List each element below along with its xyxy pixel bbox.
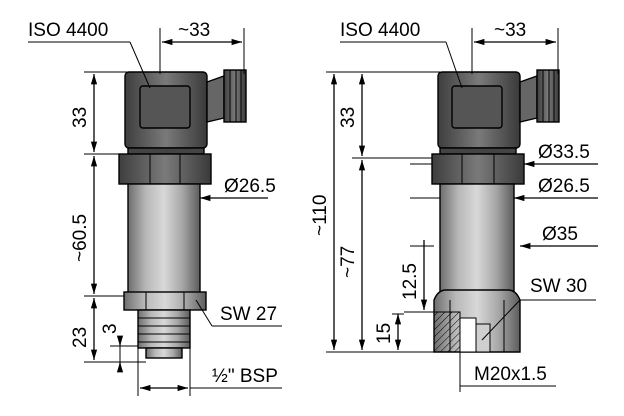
right-cable-gland	[519, 75, 538, 123]
right-bottom-length-label: 15	[374, 323, 395, 344]
left-cable-nut	[223, 69, 247, 123]
right-width-label: ~33	[494, 20, 526, 41]
right-head-height-label: 33	[338, 107, 359, 128]
left-sensor	[118, 69, 247, 359]
right-body-tube	[439, 183, 515, 293]
left-connector-window	[139, 85, 191, 129]
left-thread-length-label: 23	[70, 327, 91, 348]
right-sensor	[431, 69, 560, 353]
right-thread-bore	[459, 317, 477, 353]
left-wrench-label: SW 27	[220, 304, 277, 325]
right-bore-bottom	[475, 323, 491, 353]
right-hex-diameter-label: Ø35	[542, 224, 578, 245]
left-tip	[145, 347, 183, 359]
right-neck	[439, 147, 517, 155]
right-connector-window	[451, 85, 503, 129]
right-dimensions	[326, 28, 598, 392]
right-thread-depth-label: 12.5	[400, 263, 421, 300]
right-thread-label: M20x1.5	[474, 364, 547, 385]
right-overall-length-label: ~110	[310, 195, 331, 236]
right-iso-label: ISO 4400	[340, 20, 420, 41]
left-neck	[127, 147, 205, 155]
right-wrench-label: SW 30	[530, 276, 587, 297]
left-diameter-label: Ø26.5	[224, 176, 276, 197]
left-collar	[118, 153, 212, 185]
left-labels: ISO 4400 ~33 33 ~60.5 Ø26.5 SW 27 23 3 ½…	[28, 20, 278, 387]
left-dimensions	[28, 28, 282, 396]
left-cable-gland	[206, 75, 225, 123]
left-head-height-label: 33	[70, 107, 91, 128]
right-section-hatch	[433, 311, 461, 353]
left-width-label: ~33	[178, 20, 210, 41]
left-thread-step-label: 3	[100, 323, 121, 334]
right-cable-nut	[536, 69, 560, 123]
left-hex	[123, 291, 207, 311]
left-body-length-label: ~60.5	[70, 214, 91, 262]
right-body-length-label: ~77	[338, 246, 359, 278]
right-body-diameter-label: Ø26.5	[538, 176, 590, 197]
left-body-tube	[127, 183, 201, 295]
left-thread-label: ½" BSP	[212, 366, 278, 387]
left-iso-label: ISO 4400	[28, 20, 108, 41]
right-collar-diameter-label: Ø33.5	[538, 142, 590, 163]
right-collar	[431, 153, 525, 185]
right-labels: ISO 4400 ~33 ~110 33 ~77 Ø33.5 Ø26.5 Ø35…	[310, 20, 590, 385]
